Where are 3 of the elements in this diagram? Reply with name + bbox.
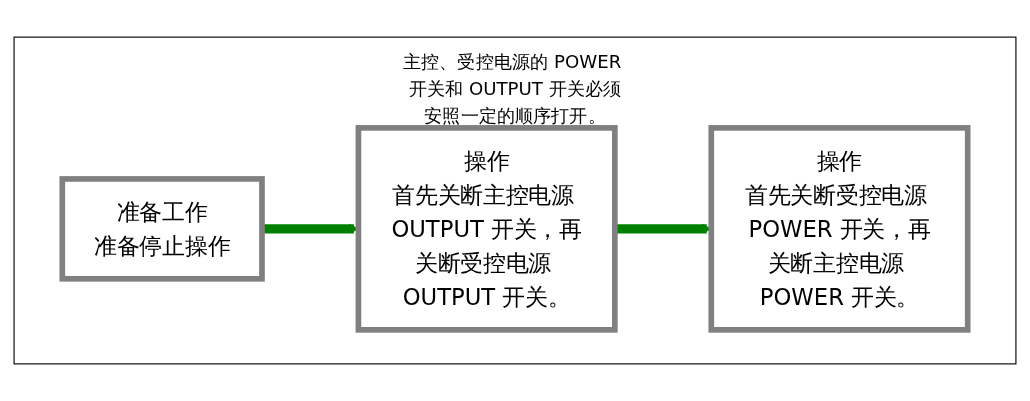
node-box: 准备工作 准备停止操作 [59, 176, 265, 282]
node-box: 操作 首先关断主控电源 OUTPUT 开关，再关断受控电源 OUTPUT 开关。 [355, 125, 618, 333]
node-box: 操作 首先关断受控电源 POWER 开关，再关断主控电源 POWER 开关。 [708, 125, 971, 333]
